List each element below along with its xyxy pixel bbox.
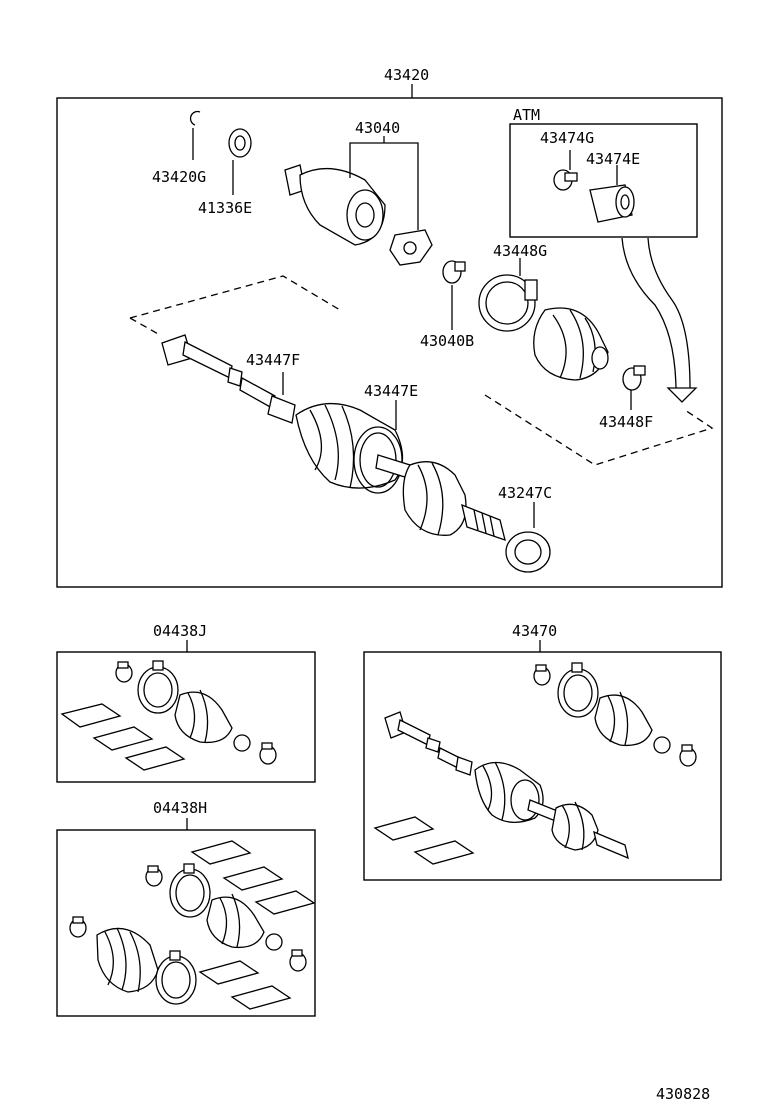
kit-j-clip-top <box>115 661 133 683</box>
label-atm: ATM <box>513 106 540 124</box>
label-43448G[interactable]: 43448G <box>493 242 547 260</box>
kit-43470-grease-packs <box>373 816 475 865</box>
atm-frame <box>509 123 698 238</box>
tripod-spider[interactable] <box>389 229 433 266</box>
label-43474G[interactable]: 43474G <box>540 129 594 147</box>
washer-41336E[interactable] <box>228 128 252 158</box>
inboard-boot[interactable] <box>533 307 609 381</box>
kit-j-boot <box>174 689 233 744</box>
kit-43470-boot <box>594 691 653 747</box>
clamp-43040B[interactable] <box>442 260 466 284</box>
clamp-43448F[interactable] <box>622 365 646 391</box>
kit-43470-shaft <box>384 711 629 860</box>
kit-h-boot-small <box>206 893 265 949</box>
joint-43040[interactable] <box>284 164 386 246</box>
diagram-code: 430828 <box>656 1085 710 1103</box>
seal-43247C[interactable] <box>505 531 551 573</box>
kit-h-clamp-lower <box>155 950 197 1005</box>
kit-h-grease-packs <box>190 840 316 1010</box>
kit-43470-clips <box>653 736 697 767</box>
kit-43470-frame <box>363 651 722 881</box>
label-43420G[interactable]: 43420G <box>152 168 206 186</box>
label-41336E[interactable]: 41336E <box>198 199 252 217</box>
kit-j-clips <box>233 734 277 765</box>
label-43447E[interactable]: 43447E <box>364 382 418 400</box>
kit-h-clips-right <box>265 933 307 972</box>
kit-h-clip-left <box>69 916 87 938</box>
kit-j-grease-packs <box>60 703 186 771</box>
label-43247C[interactable]: 43247C <box>498 484 552 502</box>
label-43040B[interactable]: 43040B <box>420 332 474 350</box>
driveshaft[interactable] <box>161 334 506 542</box>
dashed-region <box>129 275 714 466</box>
snap-ring-43420G[interactable] <box>189 110 201 126</box>
label-43420[interactable]: 43420 <box>384 66 429 84</box>
label-43474E[interactable]: 43474E <box>586 150 640 168</box>
kit-04438H-frame <box>56 829 316 1017</box>
damper-43474E[interactable] <box>589 184 635 223</box>
atm-arrow <box>621 237 698 403</box>
main-assembly-frame <box>56 97 723 588</box>
kit-j-clamp <box>137 660 179 714</box>
main-assembly-group: 43420 ATM 43420G 41336E 43040 <box>56 66 723 588</box>
kit-43470-clamp <box>557 662 599 718</box>
label-43447F[interactable]: 43447F <box>246 351 300 369</box>
clamp-43448G[interactable] <box>478 274 538 332</box>
kit-h-boot-large <box>96 927 159 993</box>
kit-h-clamp-upper <box>169 863 211 918</box>
label-43470[interactable]: 43470 <box>512 622 557 640</box>
kit-h-clip-top <box>145 865 163 887</box>
clip-43474G[interactable] <box>553 169 578 191</box>
kit-43470-group: 43470 <box>363 622 722 881</box>
kit-43470-clip-top <box>533 664 551 686</box>
kit-04438J-group: 04438J <box>56 622 316 783</box>
kit-04438H-group: 04438H <box>56 799 316 1017</box>
kit-04438J-frame <box>56 651 316 783</box>
label-04438H[interactable]: 04438H <box>153 799 207 817</box>
label-43448F[interactable]: 43448F <box>599 413 653 431</box>
label-43040[interactable]: 43040 <box>355 119 400 137</box>
label-04438J[interactable]: 04438J <box>153 622 207 640</box>
